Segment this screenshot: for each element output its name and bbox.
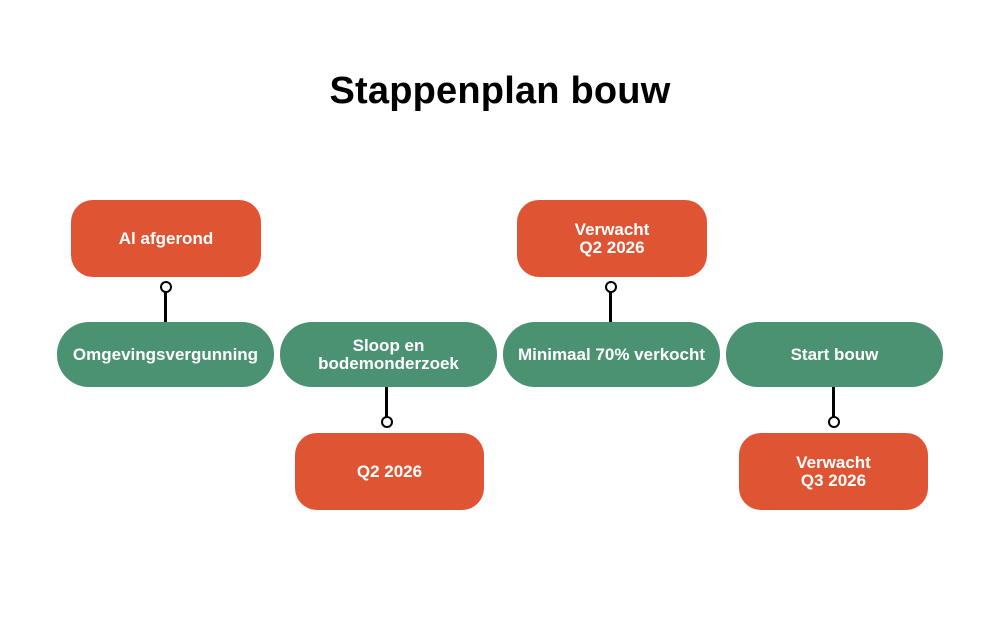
status-label: Al afgerond (118, 228, 214, 248)
diagram-title: Stappenplan bouw (329, 70, 671, 112)
status-label: Verwacht (574, 219, 650, 239)
step-label: Omgevingsvergunning (72, 344, 259, 364)
connector-dot (381, 416, 393, 428)
status-box-already-done: Al afgerond (71, 200, 261, 277)
status-label: Verwacht (796, 452, 871, 472)
step-label-line2: bodemonderzoek (318, 353, 459, 373)
connector-dot (160, 281, 172, 293)
step-label: Sloop en (352, 335, 425, 355)
step-box-start-construction: Start bouw (726, 322, 943, 387)
step-box-demolition: Sloop en bodemonderzoek (280, 322, 497, 387)
status-label-line2: Q2 2026 (579, 237, 645, 257)
status-box-q2: Q2 2026 (295, 433, 484, 510)
step-label: Minimaal 70% verkocht (517, 344, 706, 364)
status-label-line2: Q3 2026 (800, 470, 867, 490)
status-label: Q2 2026 (356, 461, 423, 481)
step-box-permit: Omgevingsvergunning (57, 322, 274, 387)
connector-line (385, 387, 388, 418)
connector-line (609, 290, 612, 322)
step-box-sold: Minimaal 70% verkocht (503, 322, 720, 387)
step-label: Start bouw (790, 344, 879, 364)
status-box-expected-q2: Verwacht Q2 2026 (517, 200, 707, 277)
connector-line (832, 387, 835, 418)
connector-dot (828, 416, 840, 428)
connector-line (164, 290, 167, 322)
connector-dot (605, 281, 617, 293)
status-box-expected-q3: Verwacht Q3 2026 (739, 433, 928, 510)
